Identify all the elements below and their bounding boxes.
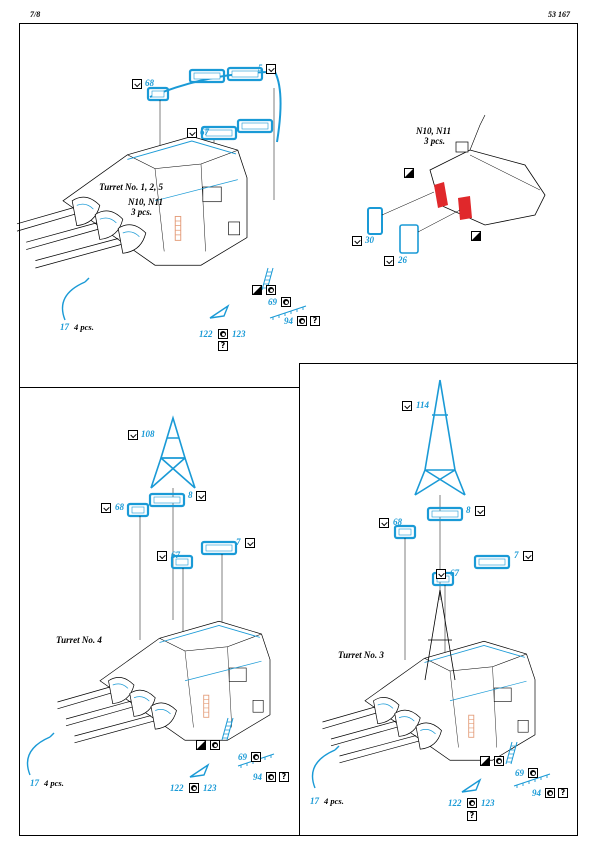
part-67-label-d: 67 [450,568,459,578]
part-94-label: 94 [284,316,293,326]
half-shade-icon [471,231,481,241]
paint-icon [210,740,220,750]
half-shade-icon [480,756,490,766]
fold-icon [436,569,446,579]
paint-icon [218,329,228,339]
part-122-label-d: 122 [448,798,462,808]
divider-right [299,363,578,364]
part-108-label: 108 [141,429,155,439]
fold-icon [132,79,142,89]
panel-b-qty: 3 pcs. [424,136,445,146]
paint-icon [528,768,538,778]
turret-4-title: Turret No. 4 [56,635,102,645]
part-7-label-c: 7 [236,537,241,547]
fold-icon [384,256,394,266]
part-122-label-c: 122 [170,783,184,793]
part-30-label: 30 [365,235,374,245]
panel-a-art [16,66,307,321]
part-8-label-c: 8 [188,490,193,500]
part-69-label-d: 69 [515,768,524,778]
turret-1-2-5-qty: 3 pcs. [131,207,152,217]
part-8-label-d: 8 [466,505,471,515]
paint-icon [266,285,276,295]
divider-left [19,387,299,388]
half-shade-icon [252,285,262,295]
paint-icon [545,788,555,798]
panel-d-art [311,379,551,793]
part-17-label: 17 [60,322,69,332]
turret-1-2-5-title: Turret No. 1, 2, 5 [99,182,163,192]
paint-icon [251,752,261,762]
part-17-qty: 4 pcs. [74,322,94,332]
question-icon: ? [279,772,289,782]
part-69-label: 69 [268,297,277,307]
part-69-label-c: 69 [238,752,247,762]
question-icon: ? [310,316,320,326]
part-114-label: 114 [416,400,430,410]
turret-3-title: Turret No. 3 [338,650,384,660]
part-123-label-c: 123 [203,783,217,793]
question-icon: ? [218,341,228,351]
part-68-label-d: 68 [393,517,402,527]
part-7-label-d: 7 [514,550,519,560]
part-68-label: 68 [145,78,154,88]
fold-icon [245,538,255,548]
paint-icon [266,772,276,782]
part-123-label-d: 123 [481,798,495,808]
fold-icon [266,64,276,74]
part-17-label-d: 17 [310,796,319,806]
part-17-label-c: 17 [30,778,39,788]
fold-icon [101,503,111,513]
panel-c-art [26,417,275,778]
product-code: 53 167 [548,10,570,19]
part-26-label: 26 [398,255,407,265]
fold-icon [379,518,389,528]
part-67-label: 67 [200,127,209,137]
part-67-label-c: 67 [171,550,180,560]
panel-b-title: N10, N11 [416,126,452,136]
part-122-label: 122 [199,329,213,339]
fold-icon [157,551,167,561]
fold-icon [128,430,138,440]
fold-icon [352,236,362,246]
divider-vertical [299,363,300,836]
fold-icon [187,128,197,138]
page-number: 7/8 [30,10,41,19]
fold-icon [523,551,533,561]
drawing-frame [19,23,578,836]
question-icon: ? [558,788,568,798]
part-5-label: 5 [258,63,263,73]
paint-icon [281,297,291,307]
part-94-label-d: 94 [532,788,541,798]
turret-1-2-5-subtitle: N10, N11 [127,197,163,207]
part-17-qty-c: 4 pcs. [44,778,64,788]
part-123-label: 123 [232,329,246,339]
panel-b-art [367,114,546,254]
fold-icon [475,506,485,516]
half-shade-icon [404,168,414,178]
part-17-qty-d: 4 pcs. [324,796,344,806]
part-94-label-c: 94 [253,772,262,782]
fold-icon [402,401,412,411]
fold-icon [196,491,206,501]
paint-icon [494,756,504,766]
question-icon: ? [467,811,477,821]
paint-icon [189,783,199,793]
paint-icon [297,316,307,326]
paint-icon [467,798,477,808]
part-68-label-c: 68 [115,502,124,512]
half-shade-icon [196,740,206,750]
